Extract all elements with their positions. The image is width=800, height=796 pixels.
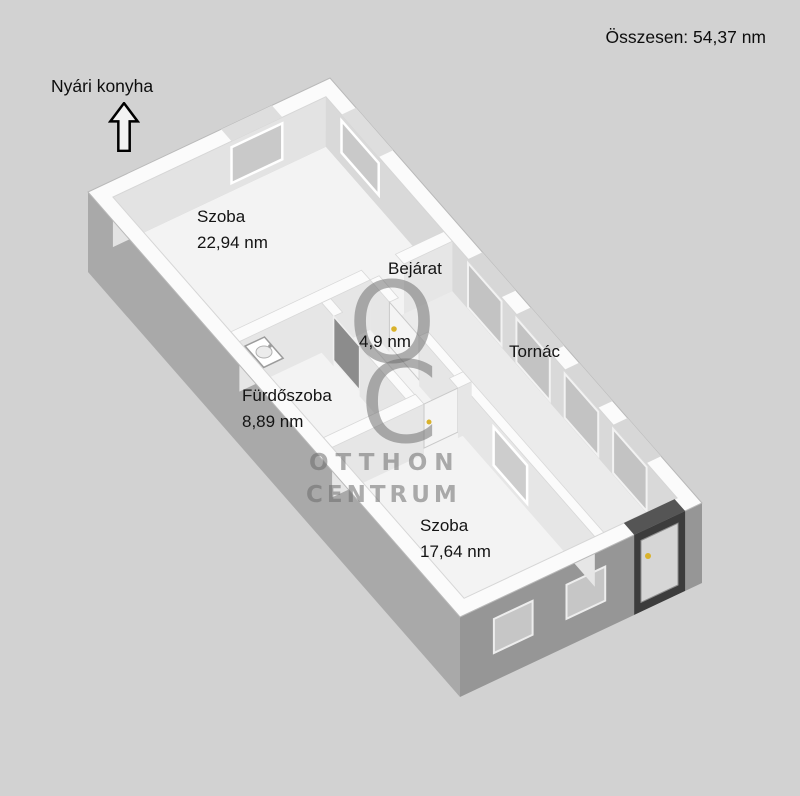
room-name: Szoba (420, 516, 469, 535)
window-icon (492, 599, 534, 655)
door-handle-icon (645, 553, 651, 559)
porch-opening-icon (467, 260, 503, 348)
sink-icon (243, 336, 285, 369)
room-area: 17,64 nm (420, 542, 491, 561)
porch-opening-icon (613, 418, 662, 464)
total-area-label: Összesen: 54,37 nm (605, 27, 767, 47)
room-label-szoba-1: Szoba 22,94 nm (197, 204, 268, 256)
room-area: 22,94 nm (197, 233, 268, 252)
window-icon (221, 105, 283, 142)
window-icon (230, 121, 284, 186)
up-arrow-icon (107, 101, 141, 153)
outside-room-label: Nyári konyha (51, 76, 154, 96)
porch-opening-icon (612, 426, 648, 514)
door-handle-icon (426, 419, 432, 425)
room-label-bejarat: Bejárat (388, 259, 442, 278)
room-area: 8,89 nm (242, 412, 304, 431)
door-icon (640, 522, 679, 604)
interior-wall-faces (112, 96, 678, 548)
porch-opening-icon (563, 370, 600, 459)
exterior-wall-tops (87, 77, 703, 618)
room-label-furdoszoba: Fürdőszoba 8,89 nm (242, 383, 332, 435)
room-area-bejarat: 4,9 nm (359, 332, 411, 351)
room-label-tornac: Tornác (509, 342, 561, 361)
porch-opening-icon (564, 362, 613, 408)
window-icon (492, 423, 529, 507)
window-icon (341, 107, 394, 158)
window-icon (340, 117, 380, 199)
porch-opening-icon (516, 307, 565, 353)
room-label-szoba-2: Szoba 17,64 nm (420, 513, 491, 565)
room-name: Szoba (197, 207, 246, 226)
porch-opening-icon (515, 315, 551, 404)
room-name: Fürdőszoba (242, 386, 332, 405)
door-handle-icon (391, 326, 397, 332)
porch-opening-icon (468, 252, 516, 298)
dark-doorway (623, 499, 686, 615)
facade-southwest (88, 192, 460, 697)
